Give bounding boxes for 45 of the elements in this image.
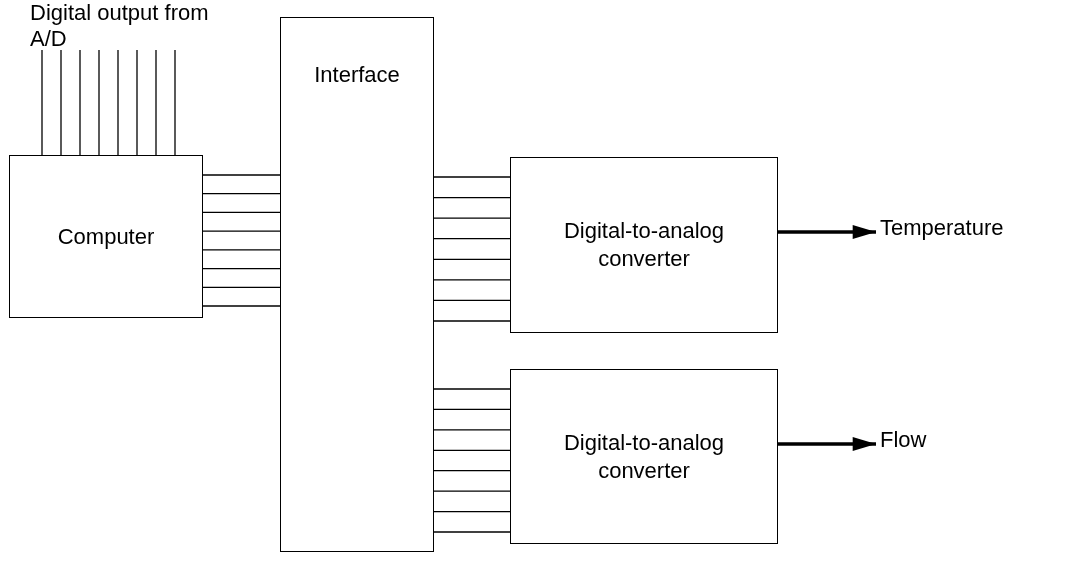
bus-line <box>136 49 138 156</box>
node-label: Flow <box>880 427 980 461</box>
bus-line <box>98 49 100 156</box>
box-label: Digital-to-analog converter <box>562 217 726 273</box>
process-box <box>9 155 203 318</box>
bus-line <box>433 176 511 178</box>
bus-line <box>433 279 511 281</box>
process-box <box>510 369 778 544</box>
bus-line <box>202 193 281 195</box>
arrow <box>778 437 876 451</box>
bus-line <box>79 49 81 156</box>
bus-line <box>433 408 511 411</box>
interface-block <box>280 17 434 552</box>
bus-line <box>433 470 511 472</box>
bus-line <box>433 429 511 431</box>
bus-line <box>433 258 511 260</box>
box-label: Digital-to-analog converter <box>562 428 726 485</box>
bus-line <box>433 388 511 390</box>
bus-line <box>60 49 62 156</box>
box-label: Computer <box>57 222 155 251</box>
box-label: Interface <box>314 62 400 89</box>
arrow <box>778 225 876 239</box>
bus-line <box>433 449 511 451</box>
bus-line <box>41 49 43 156</box>
bus-line <box>174 49 176 156</box>
bus-line <box>433 490 511 492</box>
bus-line <box>202 211 281 214</box>
process-box <box>510 157 778 333</box>
bus-line <box>117 49 119 156</box>
bus-line <box>433 217 511 219</box>
bus-line <box>202 249 281 251</box>
node-label: Temperature <box>880 215 1060 249</box>
bus-line <box>155 49 157 156</box>
bus-line <box>433 510 511 513</box>
bus-line <box>433 531 511 533</box>
bus-line <box>433 238 511 240</box>
node-label: Digital output from A/D <box>30 0 220 48</box>
bus-line <box>202 286 281 288</box>
bus-line <box>202 305 281 307</box>
bus-line <box>202 267 281 270</box>
bus-line <box>202 174 281 176</box>
bus-line <box>433 320 511 322</box>
bus-line <box>433 299 511 302</box>
bus-line <box>433 196 511 199</box>
bus-line <box>202 230 281 232</box>
